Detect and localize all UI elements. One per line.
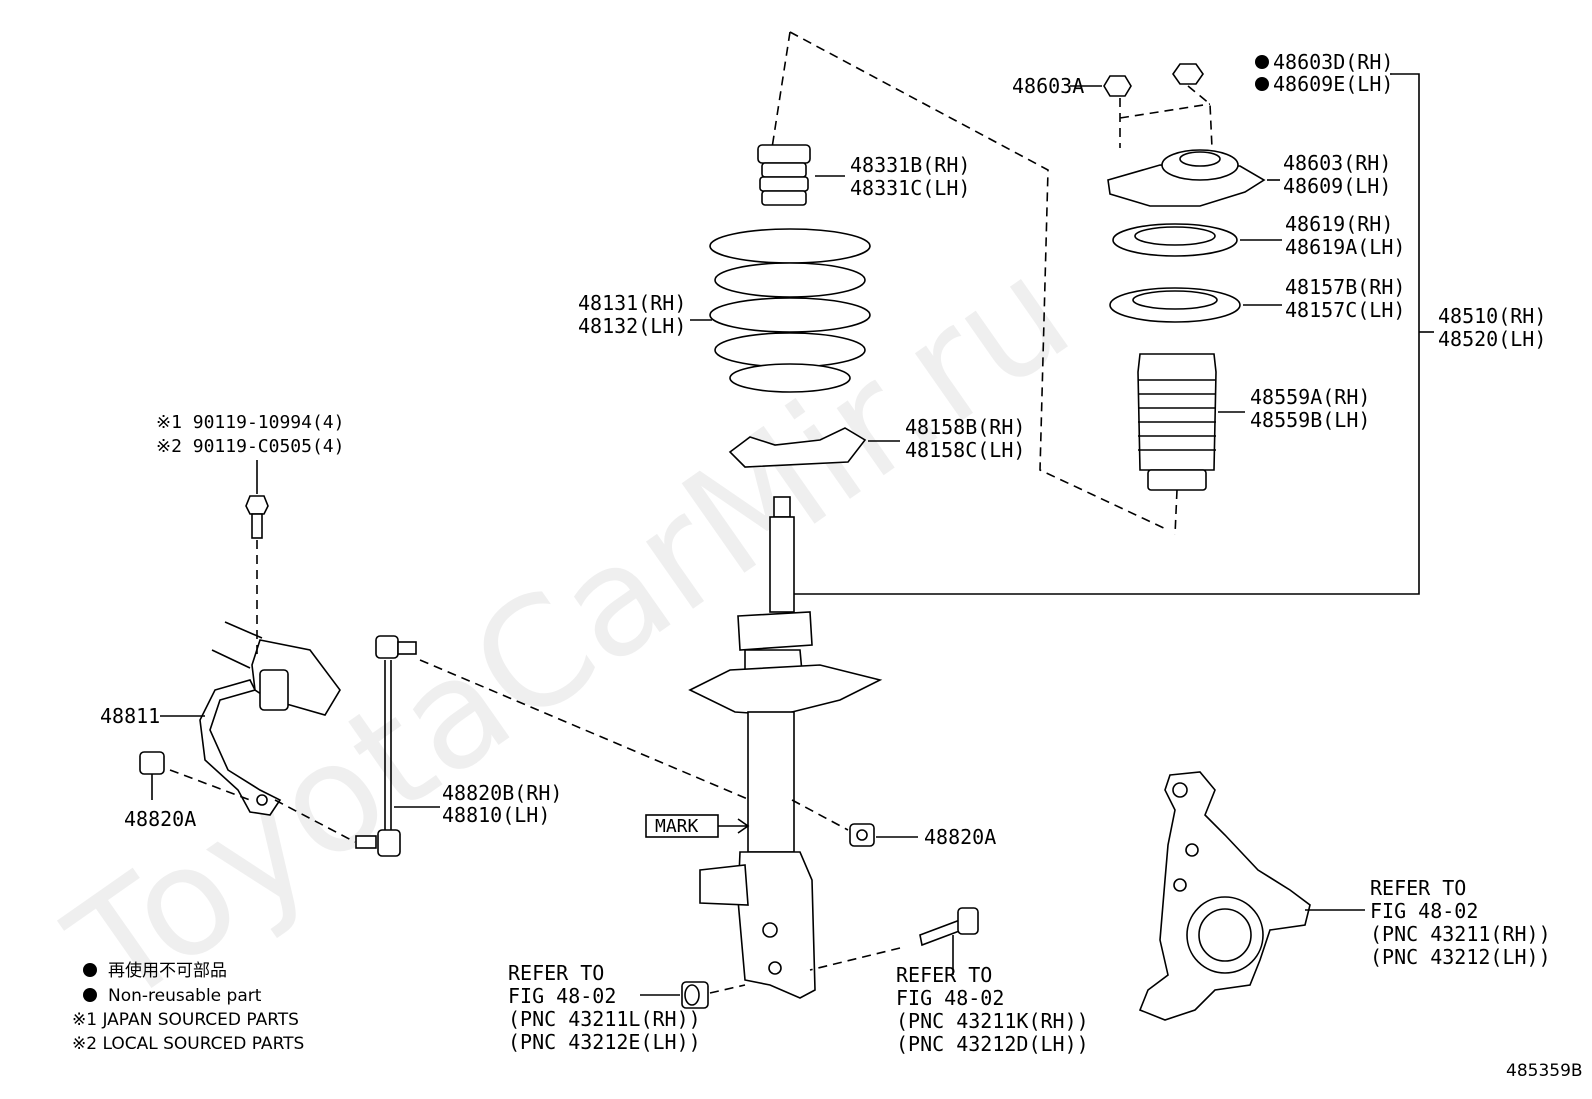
refer-nut-line-4: (PNC 43212E(LH)) — [508, 1030, 701, 1054]
legend: 再使用不可部品 Non-reusable part ※1 JAPAN SOURC… — [72, 960, 304, 1054]
mount-nut-guide — [1119, 85, 1213, 149]
bump-stop[interactable] — [757, 144, 845, 206]
refer-nut-line-3: (PNC 43211L(RH)) — [508, 1007, 701, 1031]
stabilizer-link-label-rh: 48820B(RH) — [442, 781, 562, 805]
dust-boot[interactable] — [1137, 353, 1245, 536]
lower-spring-seat[interactable] — [728, 427, 900, 468]
stabilizer-bolt-label-1: ※1 90119-10994(4) — [156, 412, 344, 433]
stabilizer-link-label-lh: 48810(LH) — [442, 803, 550, 827]
bearing-label-rh: 48619(RH) — [1285, 212, 1393, 236]
mount-nut-a[interactable] — [1070, 75, 1132, 97]
refer-bolt-line-3: (PNC 43211K(RH)) — [896, 1009, 1089, 1033]
refer-knuckle-line-4: (PNC 43212(LH)) — [1370, 945, 1551, 969]
mount-nut-a-label: 48603A — [1012, 74, 1084, 98]
coil-spring-label-rh: 48131(RH) — [578, 291, 686, 315]
refer-knuckle-line-3: (PNC 43211(RH)) — [1370, 922, 1551, 946]
watermark: ToyotaCarMir.ru — [40, 225, 1100, 1040]
strut-lower-nut[interactable] — [640, 981, 746, 1009]
refer-knuckle-line-2: FIG 48-02 — [1370, 899, 1478, 923]
upper-insulator[interactable] — [1109, 287, 1282, 323]
stabilizer-nut-right[interactable] — [791, 799, 918, 847]
refer-bolt-line-4: (PNC 43212D(LH)) — [896, 1032, 1089, 1056]
stabilizer-bracket[interactable] — [160, 621, 341, 816]
support-mount-label-rh: 48603(RH) — [1283, 151, 1391, 175]
nonreusable-dot-icon — [83, 988, 97, 1002]
stabilizer-nut-left-label: 48820A — [124, 807, 196, 831]
legend-nonreusable-en: Non-reusable part — [108, 986, 262, 1006]
support-mount-label-lh: 48609(LH) — [1283, 174, 1391, 198]
stabilizer-nut-left[interactable] — [139, 751, 251, 801]
upper-insulator-label-lh: 48157C(LH) — [1285, 298, 1405, 322]
stabilizer-bolt-label-2: ※2 90119-C0505(4) — [156, 436, 344, 457]
mark-callout: MARK — [645, 814, 750, 838]
nonreusable-dot-icon — [1255, 55, 1269, 69]
mount-nut-nonreusable[interactable] — [1172, 63, 1204, 85]
bump-stop-label-lh: 48331C(LH) — [850, 176, 970, 200]
bearing-label-lh: 48619A(LH) — [1285, 235, 1405, 259]
legend-local-sourced: ※2 LOCAL SOURCED PARTS — [72, 1034, 304, 1054]
stabilizer-bolt[interactable] — [245, 495, 269, 655]
bearing[interactable] — [1112, 223, 1282, 257]
mount-nut-nonreusable-label-lh: 48609E(LH) — [1273, 72, 1393, 96]
refer-knuckle-line-1: REFER TO — [1370, 876, 1466, 900]
mount-nut-nonreusable-label-rh: 48603D(RH) — [1273, 50, 1393, 74]
figure-number: 485359B — [1506, 1061, 1583, 1081]
shock-absorber-strut[interactable] — [688, 496, 883, 999]
assembly-outline-top — [789, 31, 1169, 531]
coil-spring-label-lh: 48132(LH) — [578, 314, 686, 338]
legend-japan-sourced: ※1 JAPAN SOURCED PARTS — [72, 1010, 299, 1030]
upper-insulator-label-rh: 48157B(RH) — [1285, 275, 1405, 299]
nonreusable-dot-icon — [1255, 77, 1269, 91]
refer-nut-line-1: REFER TO — [508, 961, 604, 985]
bump-stop-label-rh: 48331B(RH) — [850, 153, 970, 177]
refer-nut-line-2: FIG 48-02 — [508, 984, 616, 1008]
strut-lower-bolt[interactable] — [809, 907, 979, 975]
assembly-outline-left-top — [771, 31, 791, 149]
refer-bolt-line-2: FIG 48-02 — [896, 986, 1004, 1010]
strut-assembly-label-lh: 48520(LH) — [1438, 327, 1546, 351]
dust-boot-label-rh: 48559A(RH) — [1250, 385, 1370, 409]
mark-label: MARK — [655, 816, 699, 837]
legend-nonreusable-jp: 再使用不可部品 — [108, 960, 227, 981]
steering-knuckle[interactable] — [1138, 771, 1365, 1021]
stabilizer-bracket-label: 48811 — [100, 704, 160, 728]
nonreusable-dot-icon — [83, 963, 97, 977]
lower-spring-seat-label-lh: 48158C(LH) — [905, 438, 1025, 462]
strut-assembly-bracket — [790, 73, 1420, 595]
coil-spring[interactable] — [690, 228, 871, 393]
stabilizer-link[interactable] — [274, 635, 751, 857]
strut-assembly-label-rh: 48510(RH) — [1438, 304, 1546, 328]
support-mount[interactable] — [1107, 149, 1280, 207]
refer-bolt-line-1: REFER TO — [896, 963, 992, 987]
lower-spring-seat-label-rh: 48158B(RH) — [905, 415, 1025, 439]
stabilizer-nut-right-label: 48820A — [924, 825, 996, 849]
dust-boot-label-lh: 48559B(LH) — [1250, 408, 1370, 432]
